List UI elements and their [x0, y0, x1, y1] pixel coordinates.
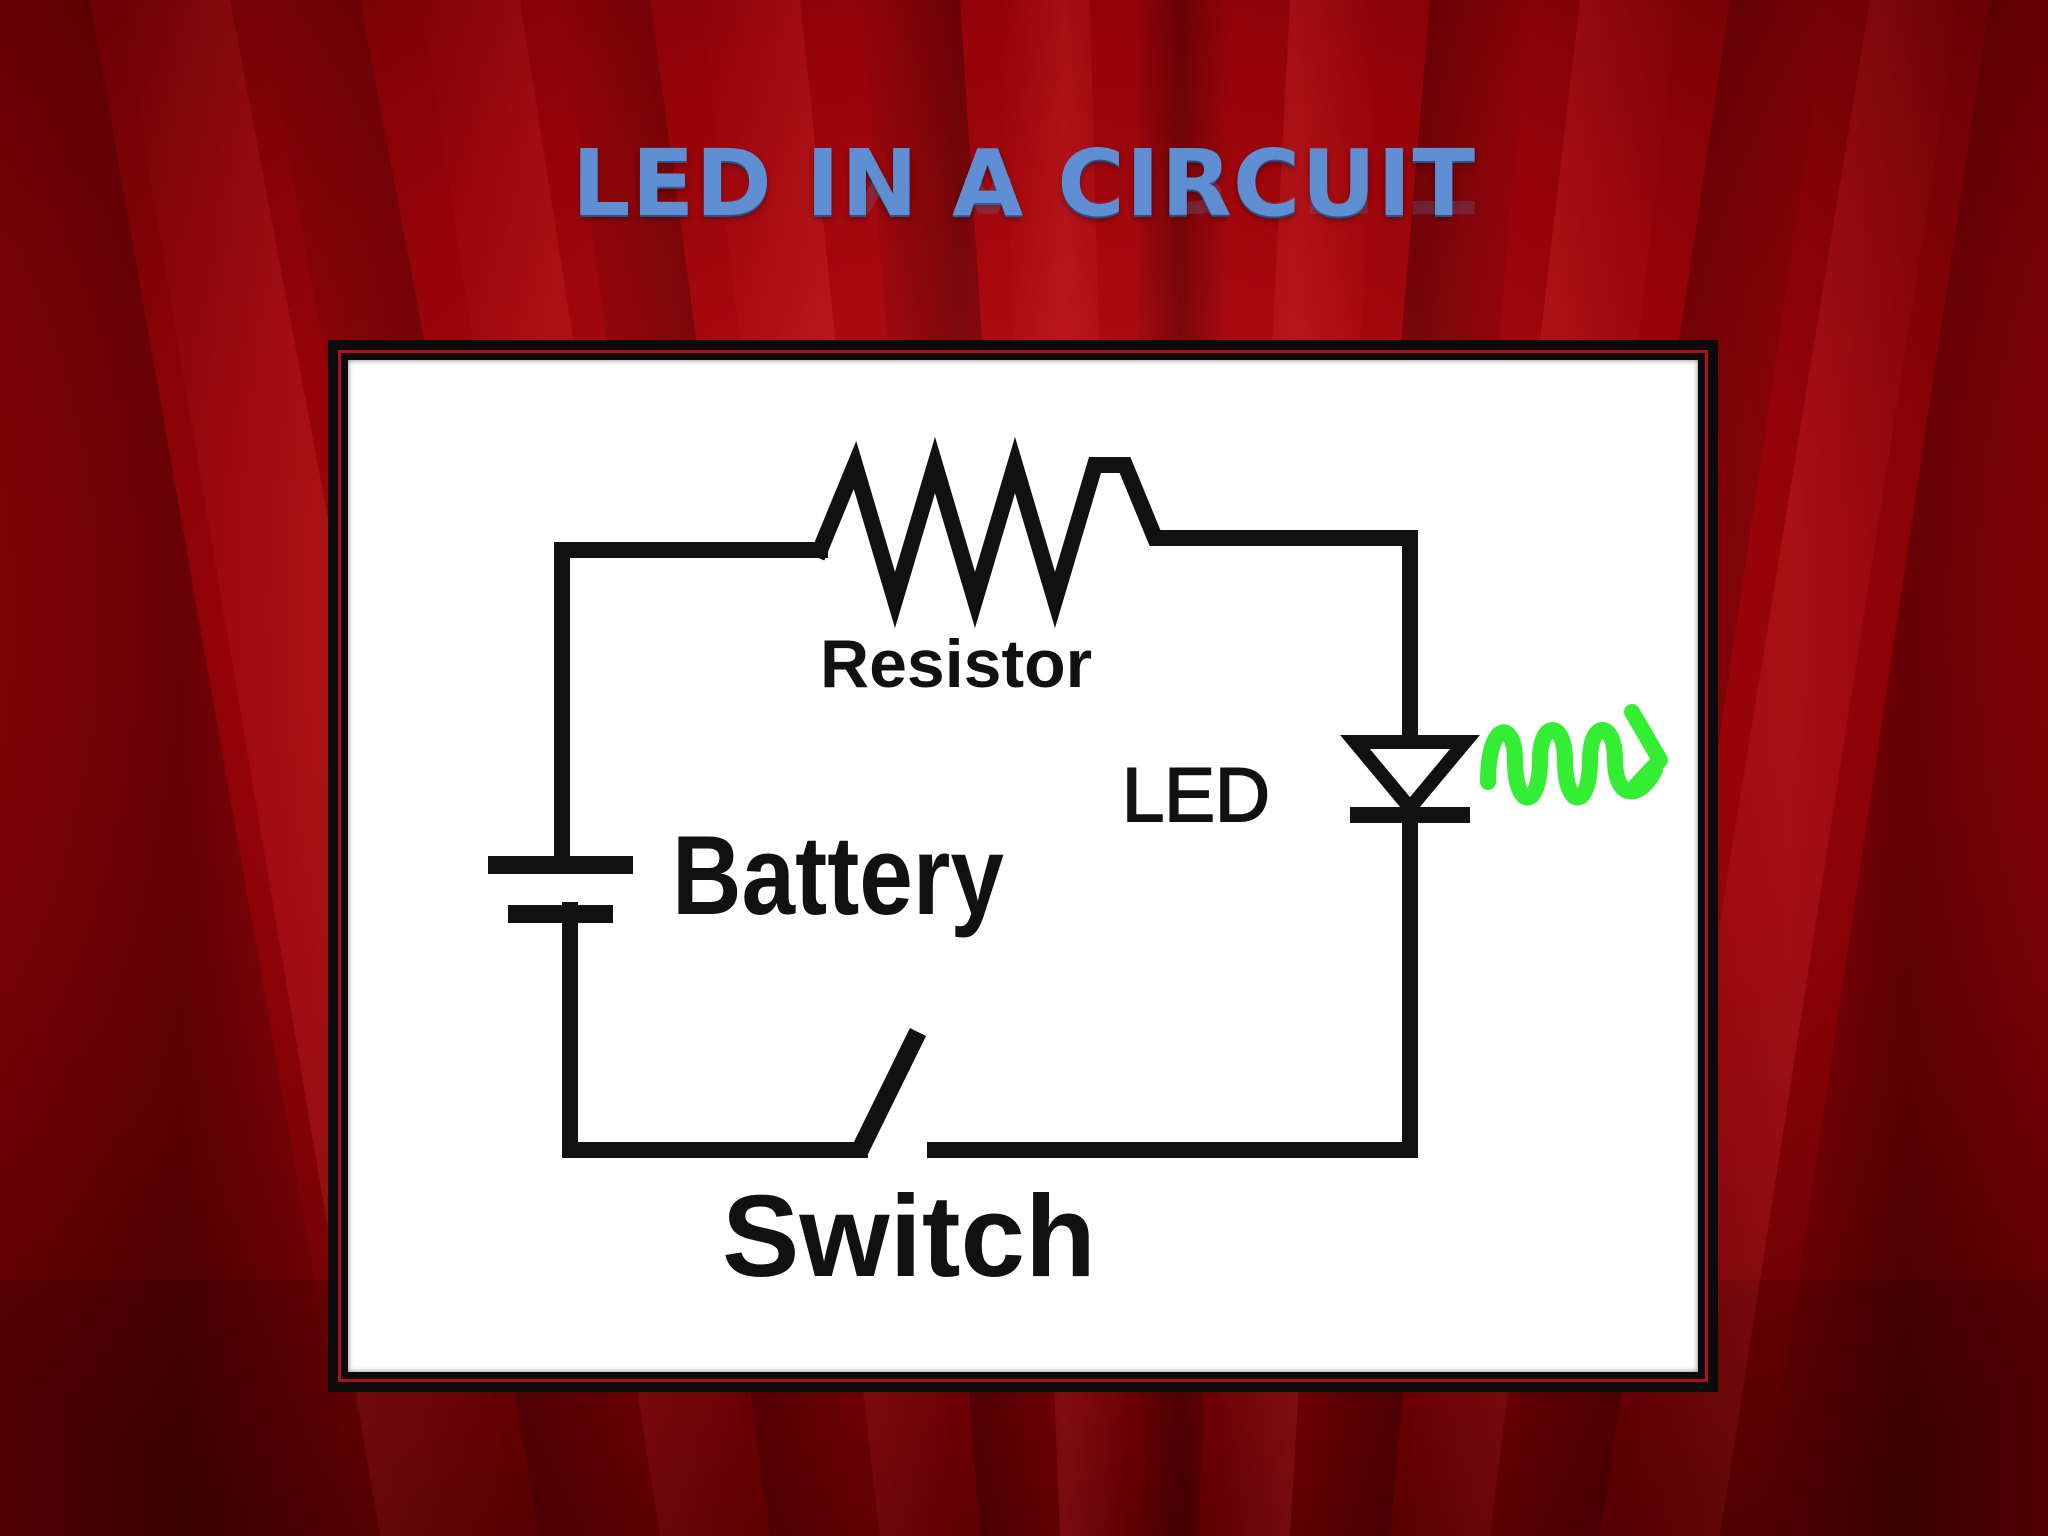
wire-bottom-left [562, 902, 868, 1158]
battery-label: Battery [672, 813, 1004, 938]
switch-lever [851, 1028, 927, 1154]
led-symbol [1340, 735, 1480, 823]
battery-plate-long [488, 856, 633, 874]
battery-plate-short [508, 905, 613, 923]
resistor-symbol [809, 436, 1418, 629]
frame-red-border [338, 350, 1708, 1382]
resistor-label: Resistor [820, 626, 1093, 702]
switch-label: Switch [722, 1171, 1096, 1301]
wire-top-left [554, 542, 828, 868]
led-label: LED [1121, 753, 1271, 838]
slide-title: LED IN A CIRCUIT [571, 130, 1477, 237]
light-emission-icon [1480, 704, 1668, 806]
